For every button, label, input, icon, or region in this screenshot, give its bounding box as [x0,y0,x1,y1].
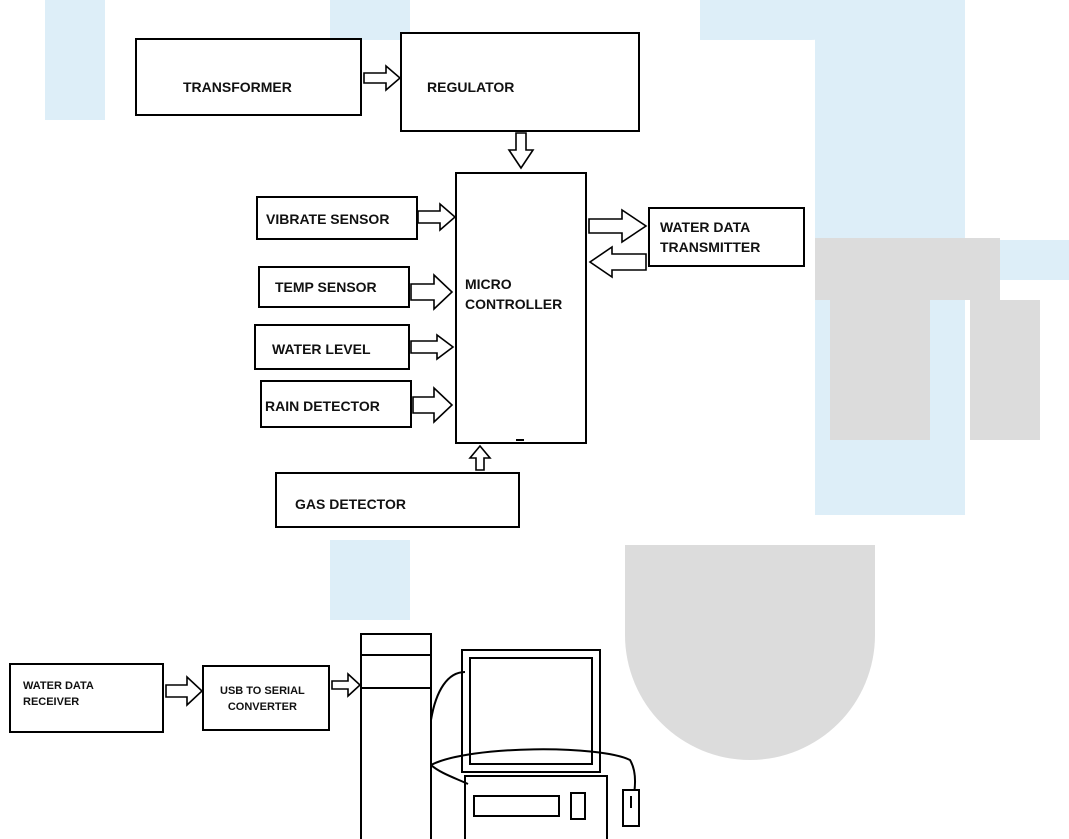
monitor-cable [430,671,466,721]
microcontroller-label: MICRO CONTROLLER [465,276,563,313]
cpu-tower-icon [360,633,432,839]
water-level-block: WATER LEVEL [254,324,410,370]
arrow-transmitter-micro [588,245,647,279]
transformer-block: TRANSFORMER [135,38,362,116]
vibrate-sensor-label: VIBRATE SENSOR [266,211,390,227]
usb-serial-converter-label: USB TO SERIAL CONVERTER [220,685,305,713]
watermark-block-t [815,238,1000,300]
watermark-bar-bottom [330,540,410,620]
keyboard-cable [430,748,636,801]
arrow-micro-transmitter [588,208,648,244]
arrow-temp-micro [410,273,454,311]
regulator-block: REGULATOR [400,32,640,132]
arrow-waterlevel-micro [410,333,455,361]
usb-serial-converter-block: USB TO SERIAL CONVERTER [202,665,330,731]
watermark-bar-left [45,0,105,120]
arrow-transformer-regulator [363,64,402,92]
keyboard-icon [464,775,608,839]
water-data-receiver-block: WATER DATA RECEIVER [9,663,164,733]
rain-detector-label: RAIN DETECTOR [265,398,380,414]
temp-sensor-block: TEMP SENSOR [258,266,410,308]
gas-detector-block: GAS DETECTOR [275,472,520,528]
watermark-block-t-stem [830,300,930,440]
arrow-rain-micro [412,386,454,424]
water-level-label: WATER LEVEL [272,341,371,357]
arrow-usb-cpu [331,672,362,698]
monitor-icon [461,649,601,773]
arrow-receiver-usb [165,675,204,707]
water-data-receiver-label: WATER DATA RECEIVER [23,680,94,708]
gas-detector-label: GAS DETECTOR [295,496,406,512]
mouse-icon [622,789,640,827]
arrow-gas-micro [468,444,492,471]
temp-sensor-label: TEMP SENSOR [275,279,377,295]
arrow-vibrate-micro [417,202,457,232]
watermark-bar-mid [330,0,410,40]
arrow-regulator-micro [507,132,535,170]
vibrate-sensor-block: VIBRATE SENSOR [256,196,418,240]
water-data-transmitter-label: WATER DATA TRANSMITTER [660,219,761,256]
water-data-transmitter-block: WATER DATA TRANSMITTER [648,207,805,267]
watermark-arc [625,590,875,760]
transformer-label: TRANSFORMER [183,79,292,95]
rain-detector-block: RAIN DETECTOR [260,380,412,428]
watermark-block-i [970,300,1040,440]
regulator-label: REGULATOR [427,79,515,95]
microcontroller-block: MICRO CONTROLLER [455,172,587,444]
watermark-block-bottom [625,545,875,590]
